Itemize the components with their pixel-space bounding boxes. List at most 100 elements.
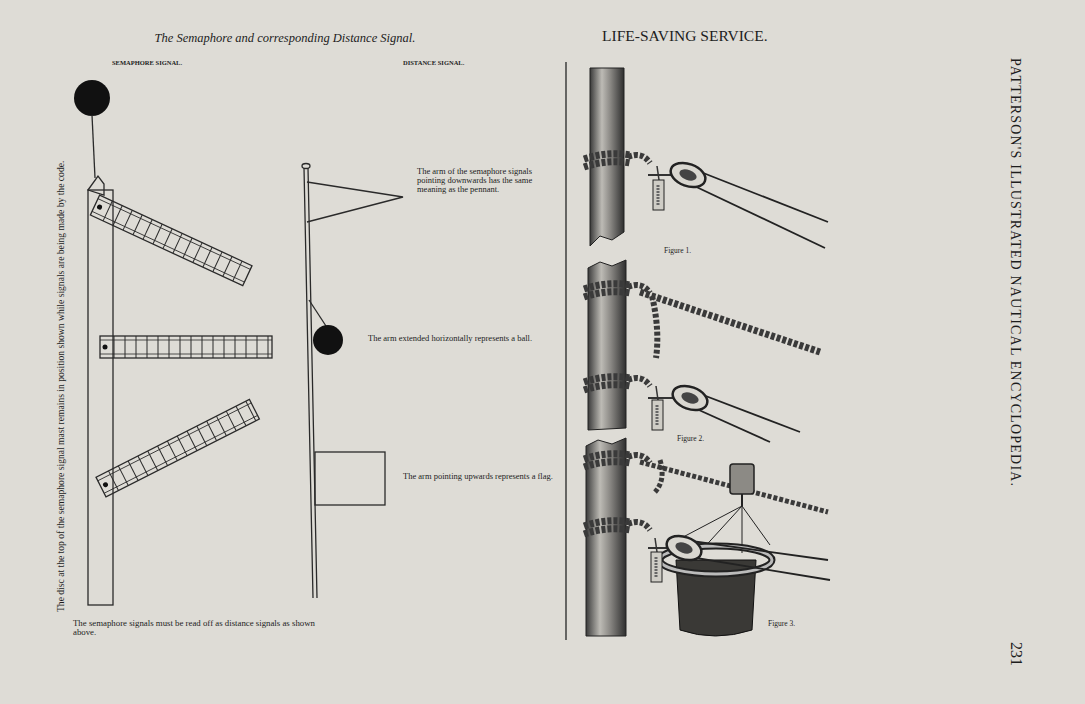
heading: The Semaphore and corresponding Distance… [155, 32, 416, 45]
drawing-part [656, 405, 659, 425]
drawing-part [684, 556, 830, 580]
note: The arm extended horizontally represents… [368, 334, 560, 343]
drawing-part [628, 522, 650, 530]
running-head: PATTERSON'S ILLUSTRATED NAUTICAL ENCYCLO… [1007, 58, 1022, 487]
drawing-part [158, 446, 168, 466]
drawing-part [123, 210, 132, 230]
drawing-part [236, 406, 246, 426]
semaphore-arm [90, 195, 252, 286]
note: The semaphore signals must be read off a… [73, 619, 328, 637]
drawing-part [655, 460, 662, 492]
drawing-part [628, 155, 650, 163]
drawing-part [148, 451, 158, 471]
tally-board [652, 400, 663, 430]
drawing-part [657, 166, 659, 180]
drawing-part [138, 456, 148, 476]
drawing-part [652, 296, 657, 358]
drawing-part [113, 206, 122, 226]
drawing-part [640, 462, 828, 512]
tally-board [653, 180, 664, 210]
drawing-part [584, 154, 630, 159]
drawing-part [103, 345, 108, 350]
drawing-part [114, 336, 115, 358]
drawing-part [224, 336, 225, 358]
drawing-part [584, 385, 630, 390]
semaphore-arms [90, 195, 272, 497]
drawing-part [648, 397, 676, 399]
drawing-part [207, 421, 217, 441]
drawing-part [191, 336, 192, 358]
distance-signal-pole [302, 164, 403, 599]
note: The arm pointing upwards represents a fl… [403, 472, 561, 481]
drawing-part [674, 540, 694, 556]
drawing-part [153, 224, 162, 244]
drawing-part [102, 481, 109, 488]
drawing-part [584, 521, 630, 526]
drawing-part [223, 256, 232, 276]
drawing-part [742, 506, 770, 545]
drawing-part [741, 494, 743, 506]
semaphore-mast [74, 80, 113, 605]
drawing-part [213, 252, 222, 272]
column-heading: DISTANCE SIGNAL. [403, 60, 464, 67]
drawing-part [246, 401, 256, 421]
drawing-part [584, 162, 630, 167]
drawing-part [183, 238, 192, 258]
drawing-part [98, 199, 250, 270]
drawing-part [109, 471, 119, 491]
drawing-part [680, 390, 700, 406]
drawing-part [143, 219, 152, 239]
drawing-part [118, 466, 128, 486]
pulley-block [663, 532, 704, 565]
pulley-block [669, 382, 710, 415]
drawing-part [167, 441, 177, 461]
ropes-and-blocks [584, 154, 830, 636]
drawing-part [96, 399, 259, 496]
semaphore-arm [96, 399, 259, 496]
drawing-part [246, 336, 247, 358]
drawing-part [193, 243, 202, 263]
drawing-part [169, 336, 170, 358]
drawing-part [133, 215, 142, 235]
pulley-block [667, 159, 708, 192]
drawing-part [233, 261, 242, 281]
drawing-part [640, 292, 820, 352]
side-note: The disc at the top of the semaphore sig… [56, 161, 66, 612]
traveller-block [730, 464, 754, 494]
drawing-part [584, 529, 630, 534]
drawing-part [655, 538, 657, 552]
drawing-part [173, 233, 182, 253]
drawing-part [584, 377, 630, 382]
note: The arm of the semaphore signals pointin… [417, 167, 559, 194]
drawing-part [125, 336, 126, 358]
drawing-part [197, 426, 207, 446]
figure-caption: Figure 2. [677, 435, 704, 443]
drawing-part [180, 336, 181, 358]
drawing-part [100, 336, 272, 358]
drawing-part [584, 462, 630, 467]
drawing-part [684, 540, 828, 560]
drawing-part [90, 195, 252, 286]
drawing-part [257, 336, 258, 358]
drawing-part [656, 386, 658, 400]
drawing-part [584, 284, 630, 289]
drawing-part [678, 167, 698, 183]
drawing-part [203, 247, 212, 267]
figure-caption: Figure 1. [664, 247, 691, 255]
drawing-part [657, 185, 660, 205]
ball [313, 325, 343, 355]
tally-board [651, 552, 662, 582]
drawing-part [688, 183, 825, 248]
semaphore-arm [100, 336, 272, 358]
drawing-part [688, 167, 828, 222]
drawing-part [158, 336, 159, 358]
column-heading: SEMAPHORE SIGNAL. [112, 60, 182, 67]
drawing-part [655, 557, 658, 577]
flag [315, 452, 385, 505]
drawing-part [128, 461, 138, 481]
drawing-part [187, 431, 197, 451]
figure-caption: Figure 3. [768, 620, 795, 628]
drawing-part [163, 229, 172, 249]
